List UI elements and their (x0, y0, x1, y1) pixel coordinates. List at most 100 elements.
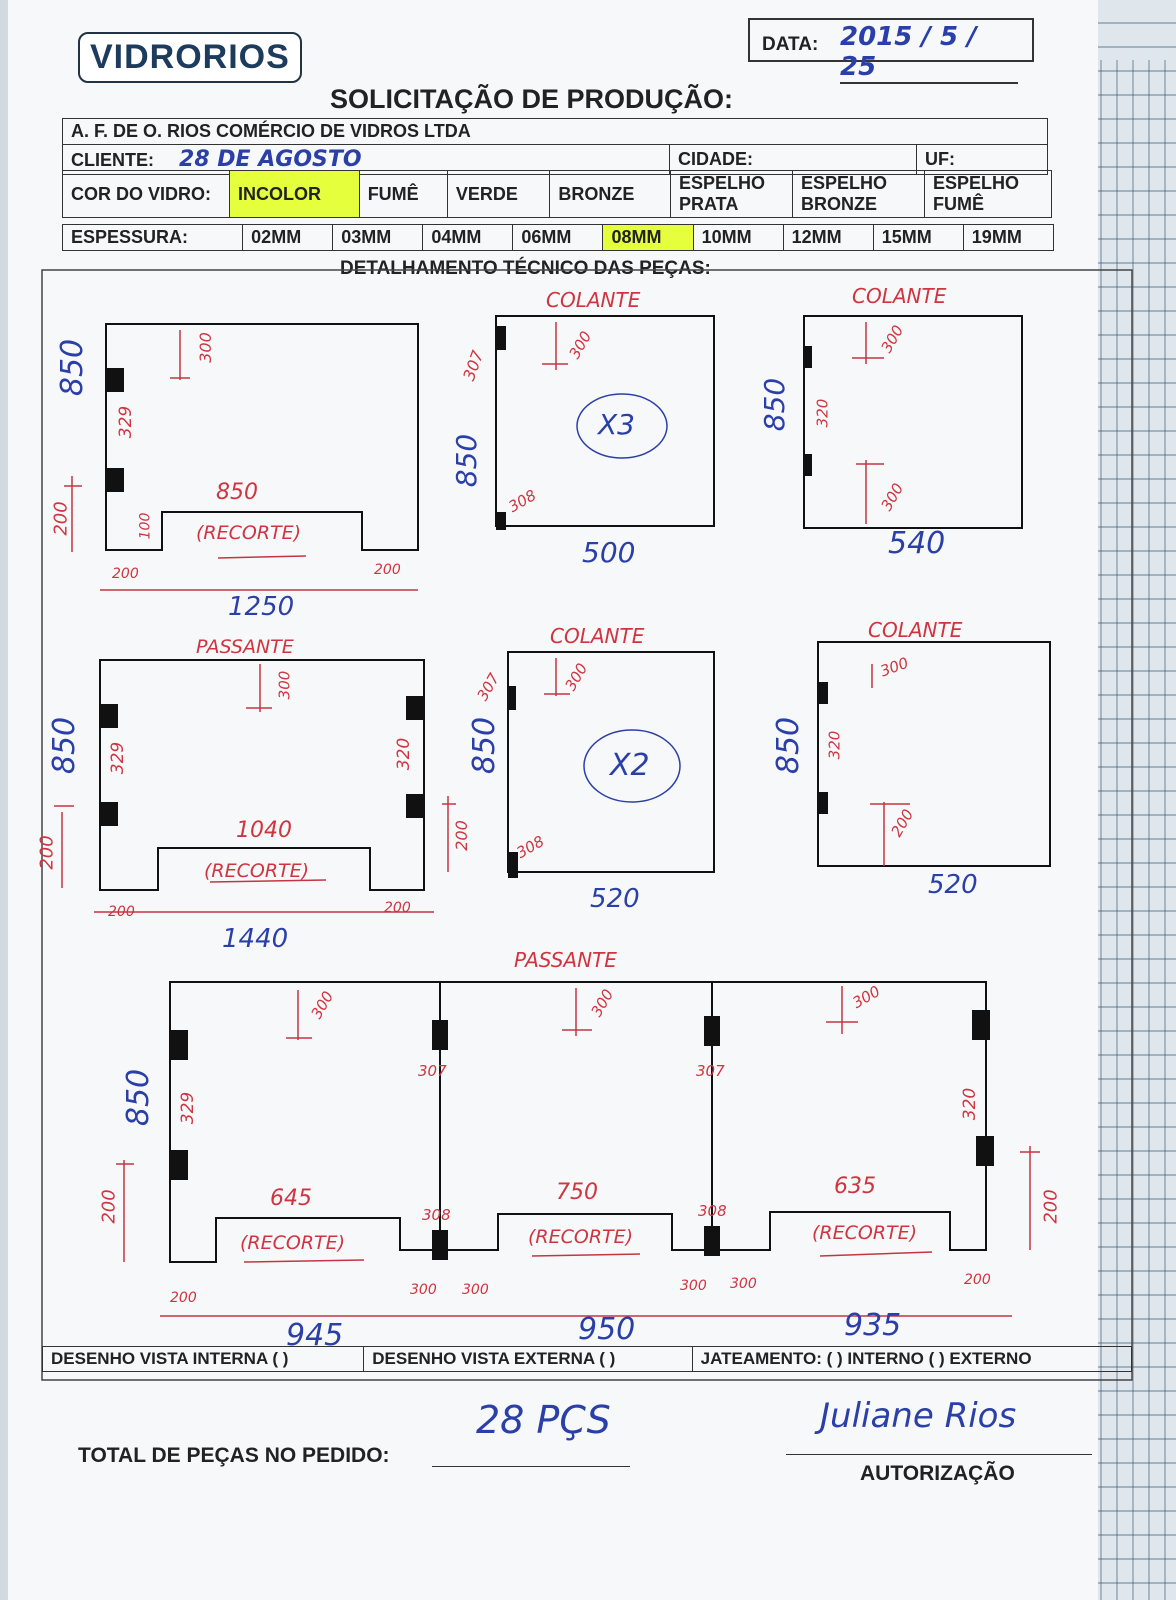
d1-left-base: 200 (112, 566, 139, 582)
hinge-mark (818, 682, 828, 704)
hinge-mark (972, 1010, 990, 1040)
d3-height: 850 (758, 377, 792, 432)
d3-width: 540 (888, 526, 946, 561)
header-table: A. F. DE O. RIOS COMÉRCIO DE VIDROS LTDA… (62, 118, 1048, 175)
d2-note: COLANTE (546, 288, 641, 312)
d5-width: 520 (590, 884, 640, 914)
piece-2-outline (495, 315, 715, 527)
d7-cut-label-1: (RECORTE) (240, 1232, 346, 1254)
date-label: DATA: (762, 34, 819, 55)
piece-7-outline (169, 981, 987, 1263)
d2-width: 500 (582, 536, 636, 569)
thickness-10: 10MM (692, 224, 784, 251)
d1-cut: 850 (216, 480, 258, 505)
company-logo: VIDRORIOS (78, 32, 302, 83)
authorization-label: AUTORIZAÇÃO (860, 1462, 1015, 1485)
page-title: SOLICITAÇÃO DE PRODUÇÃO: (330, 84, 733, 114)
d4-bottom-left: 200 (36, 835, 58, 870)
hinge-mark (106, 468, 124, 492)
total-line (432, 1466, 630, 1467)
thickness-06: 06MM (512, 224, 604, 251)
thickness-table: ESPESSURA: 02MM 03MM 04MM 06MM 08MM 10MM… (61, 224, 1055, 251)
color-option-espelho-fume: ESPELHO FUMÊ (924, 170, 1052, 218)
color-option-verde: VERDE (446, 170, 551, 218)
d4-top: 300 (275, 670, 294, 700)
hinge-mark (432, 1020, 448, 1050)
d7-base-6: 200 (964, 1272, 991, 1288)
thickness-04: 04MM (422, 224, 514, 251)
d3-note: COLANTE (852, 284, 947, 308)
d1-cut-height: 100 (137, 512, 154, 540)
hinge-mark (804, 346, 812, 368)
color-option-fume: FUMÊ (358, 170, 448, 218)
d6-gap: 320 (825, 730, 844, 760)
d7-height: 850 (121, 1068, 157, 1127)
hinge-mark (496, 326, 506, 350)
d7-width-3: 935 (844, 1308, 902, 1343)
thickness-02: 02MM (242, 224, 334, 251)
d7-base-4: 300 (680, 1278, 707, 1294)
hinge-mark (170, 1030, 188, 1060)
thickness-label: ESPESSURA: (61, 224, 244, 251)
d7-base-5: 300 (730, 1276, 757, 1292)
client-value: 28 DE AGOSTO (179, 147, 362, 172)
glass-color-table: COR DO VIDRO: INCOLOR FUMÊ VERDE BRONZE … (62, 170, 1052, 218)
drawing-frame (41, 269, 1133, 1381)
d7-base-2: 300 (410, 1282, 437, 1298)
d4-cut: 1040 (236, 818, 292, 843)
hinge-mark (406, 696, 424, 720)
background-right (1086, 0, 1176, 1600)
d4-cut-label: (RECORTE) (204, 860, 310, 882)
thickness-08: 08MM (602, 224, 694, 251)
signature-line (786, 1454, 1092, 1455)
hinge-mark (508, 686, 516, 710)
d7-note: PASSANTE (514, 948, 617, 972)
d1-right-base: 200 (374, 562, 401, 578)
d4-gap-left: 329 (108, 741, 129, 775)
qty-circle-x2 (583, 729, 681, 803)
hinge-mark (170, 1150, 188, 1180)
d1-gap: 329 (116, 405, 137, 439)
hinge-mark (804, 454, 812, 476)
piece-1-outline (105, 323, 419, 551)
client-label: CLIENTE: (71, 150, 154, 170)
color-option-espelho-prata: ESPELHO PRATA (670, 170, 793, 218)
hinge-mark (508, 852, 518, 878)
total-label: TOTAL DE PEÇAS NO PEDIDO: (78, 1444, 390, 1467)
piece-6-outline (817, 641, 1051, 867)
d5-height: 850 (467, 716, 503, 775)
hinge-mark (100, 802, 118, 826)
total-value: 28 PÇS (476, 1398, 611, 1442)
date-value: 2015 / 5 / 25 (840, 22, 1018, 84)
color-label: COR DO VIDRO: (62, 170, 230, 218)
d6-width: 520 (928, 870, 978, 900)
hinge-mark (432, 1230, 448, 1260)
d7-gap-right: 320 (960, 1087, 981, 1121)
thickness-03: 03MM (332, 224, 424, 251)
d1-cut-label: (RECORTE) (196, 522, 302, 544)
d5-note: COLANTE (550, 624, 645, 648)
external-view-option[interactable]: DESENHO VISTA EXTERNA ( ) (363, 1346, 693, 1372)
thickness-19: 19MM (962, 224, 1055, 251)
hinge-mark (704, 1226, 720, 1256)
d7-mid-b-1: 308 (422, 1206, 451, 1224)
d7-cut-2: 750 (556, 1180, 598, 1205)
d7-bottom-right: 200 (1040, 1189, 1062, 1224)
d1-top: 300 (195, 332, 215, 363)
hinge-mark (496, 512, 506, 530)
blasting-option[interactable]: JATEAMENTO: ( ) INTERNO ( ) EXTERNO (691, 1346, 1133, 1372)
d4-height: 850 (47, 716, 83, 775)
d7-cut-1: 645 (270, 1186, 312, 1211)
d7-mid-b-2: 308 (698, 1202, 727, 1220)
d7-base-1: 200 (170, 1290, 197, 1306)
signature: Juliane Rios (820, 1396, 1017, 1436)
d2-height: 850 (450, 433, 484, 488)
order-sheet (8, 0, 1098, 1600)
d4-base-right: 200 (384, 900, 411, 916)
d7-width-2: 950 (578, 1312, 636, 1347)
internal-view-option[interactable]: DESENHO VISTA INTERNA ( ) (41, 1346, 365, 1372)
qty-circle-x3 (576, 393, 668, 459)
d7-bottom-left: 200 (98, 1189, 120, 1224)
d4-note: PASSANTE (196, 636, 294, 658)
